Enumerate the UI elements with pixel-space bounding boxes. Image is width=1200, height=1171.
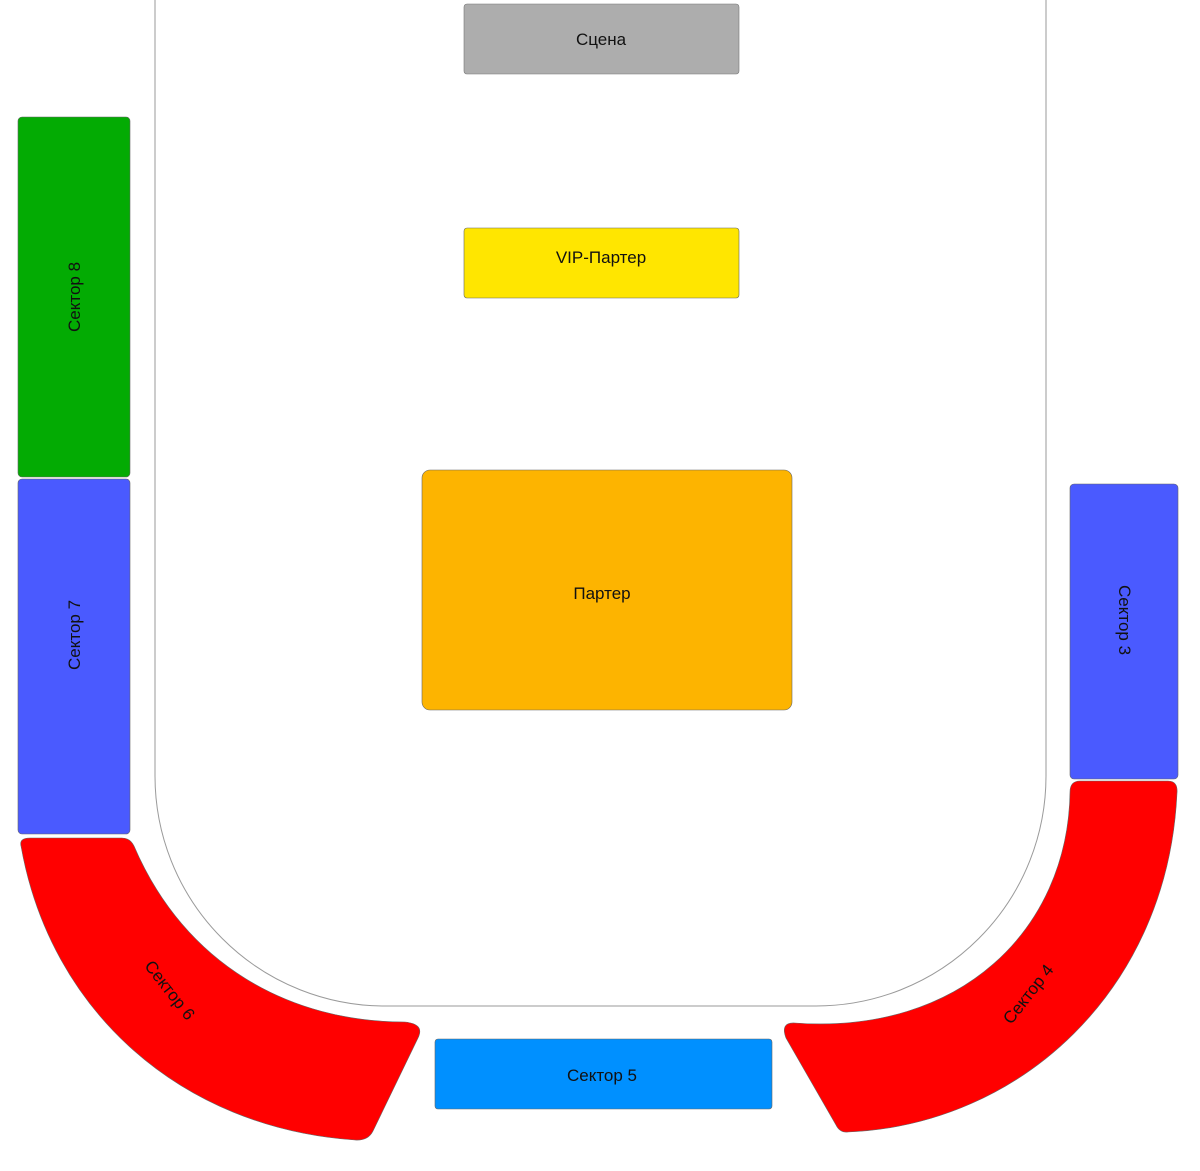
stage-label: Сцена xyxy=(576,30,627,49)
section-sector-8[interactable]: Сектор 8 xyxy=(17,116,131,478)
stage: Сцена xyxy=(463,3,740,75)
vip-parterre-shape[interactable] xyxy=(463,227,740,299)
section-vip-parterre[interactable]: VIP-Партер xyxy=(463,227,740,299)
sector-5-shape[interactable] xyxy=(434,1038,773,1110)
sector-7-shape[interactable] xyxy=(17,478,131,835)
sector-3-label: Сектор 3 xyxy=(1115,585,1134,655)
vip-parterre-label: VIP-Партер xyxy=(556,248,646,267)
sector-5-label: Сектор 5 xyxy=(567,1066,637,1085)
section-sector-7[interactable]: Сектор 7 xyxy=(17,478,131,835)
section-sector-4[interactable]: Сектор 4 xyxy=(784,780,1178,1133)
section-sector-6[interactable]: Сектор 6 xyxy=(20,837,421,1141)
section-parterre[interactable]: Партер xyxy=(421,469,793,711)
arena-outline xyxy=(154,0,1047,1007)
parterre-label: Партер xyxy=(573,584,630,603)
stage-shape xyxy=(463,3,740,75)
section-sector-3[interactable]: Сектор 3 xyxy=(1069,483,1179,780)
sector-8-shape[interactable] xyxy=(17,116,131,478)
sector-7-label: Сектор 7 xyxy=(65,600,84,670)
sector-8-label: Сектор 8 xyxy=(65,262,84,332)
parterre-shape[interactable] xyxy=(421,469,793,711)
sector-6-shape[interactable] xyxy=(20,837,421,1141)
sector-4-shape[interactable] xyxy=(784,780,1178,1133)
section-sector-5[interactable]: Сектор 5 xyxy=(434,1038,773,1110)
sector-3-shape[interactable] xyxy=(1069,483,1179,780)
